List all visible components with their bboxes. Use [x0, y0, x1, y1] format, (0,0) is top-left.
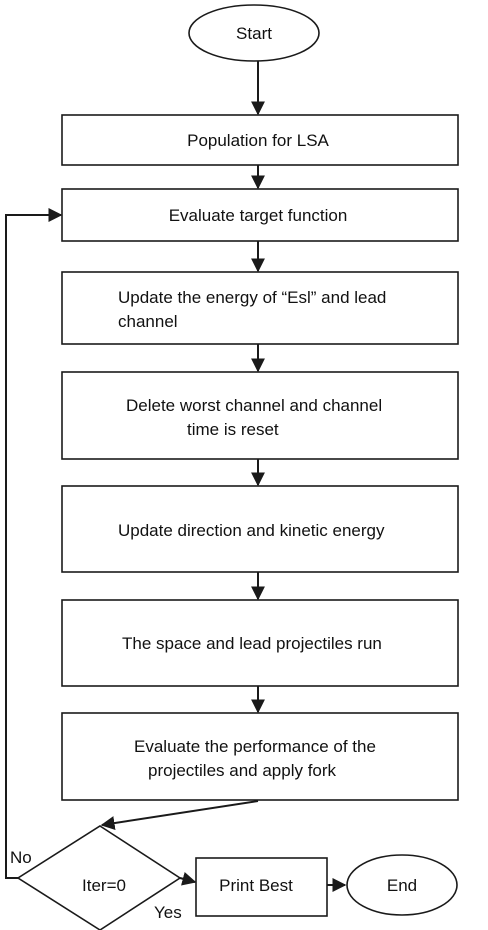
decision-iter-zero	[16, 825, 182, 930]
step-projectiles-run	[61, 599, 459, 687]
arrow-yes-to-print	[179, 871, 197, 886]
step-evaluate-performance	[61, 712, 459, 801]
no-label: No	[10, 848, 32, 867]
arrow-no-loop-back	[5, 208, 63, 879]
step-projectiles-run-label: The space and lead projectiles run	[122, 634, 382, 653]
end-label: End	[387, 876, 417, 895]
yes-label: Yes	[154, 903, 182, 922]
end-terminal	[346, 854, 458, 916]
step-evaluate-target-label: Evaluate target function	[169, 206, 348, 225]
step-update-direction-label: Update direction and kinetic energy	[118, 521, 385, 540]
step-evaluate-performance-line-2: projectiles and apply fork	[148, 761, 337, 780]
step-update-energy-line-2: channel	[118, 312, 178, 331]
step-delete-worst-channel	[61, 371, 459, 460]
step-delete-worst-channel-line-1: Delete worst channel and channel	[126, 396, 382, 415]
step-population-label: Population for LSA	[187, 131, 329, 150]
arrow-step-7-to-decision	[100, 800, 259, 831]
step-update-direction	[61, 485, 459, 573]
step-update-energy-line-1: Update the energy of “Esl” and lead	[118, 288, 386, 307]
step-update-energy	[61, 271, 459, 345]
print-best-box	[195, 857, 328, 917]
step-delete-worst-channel-line-2: time is reset	[187, 420, 279, 439]
decision-label: Iter=0	[82, 876, 126, 895]
step-population	[61, 114, 459, 166]
step-evaluate-performance-line-1: Evaluate the performance of the	[134, 737, 376, 756]
print-best-label: Print Best	[219, 876, 293, 895]
start-label: Start	[236, 24, 272, 43]
start-terminal	[188, 4, 320, 62]
